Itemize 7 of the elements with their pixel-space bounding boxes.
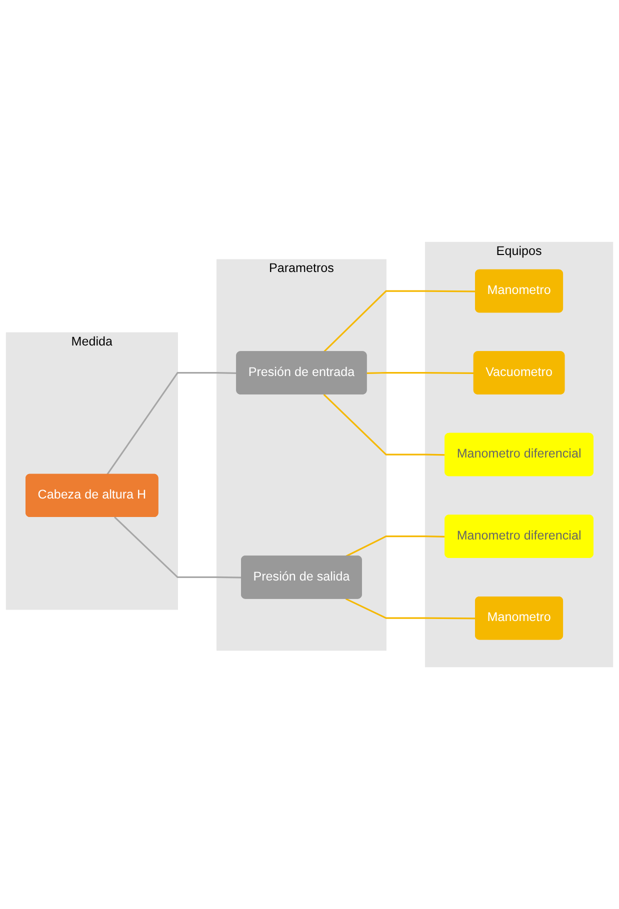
- connector: [106, 372, 237, 475]
- connector: [366, 372, 474, 374]
- connector: [345, 598, 476, 620]
- connector: [323, 394, 446, 456]
- connector: [114, 516, 242, 578]
- connector: [345, 535, 446, 557]
- connector: [323, 290, 476, 352]
